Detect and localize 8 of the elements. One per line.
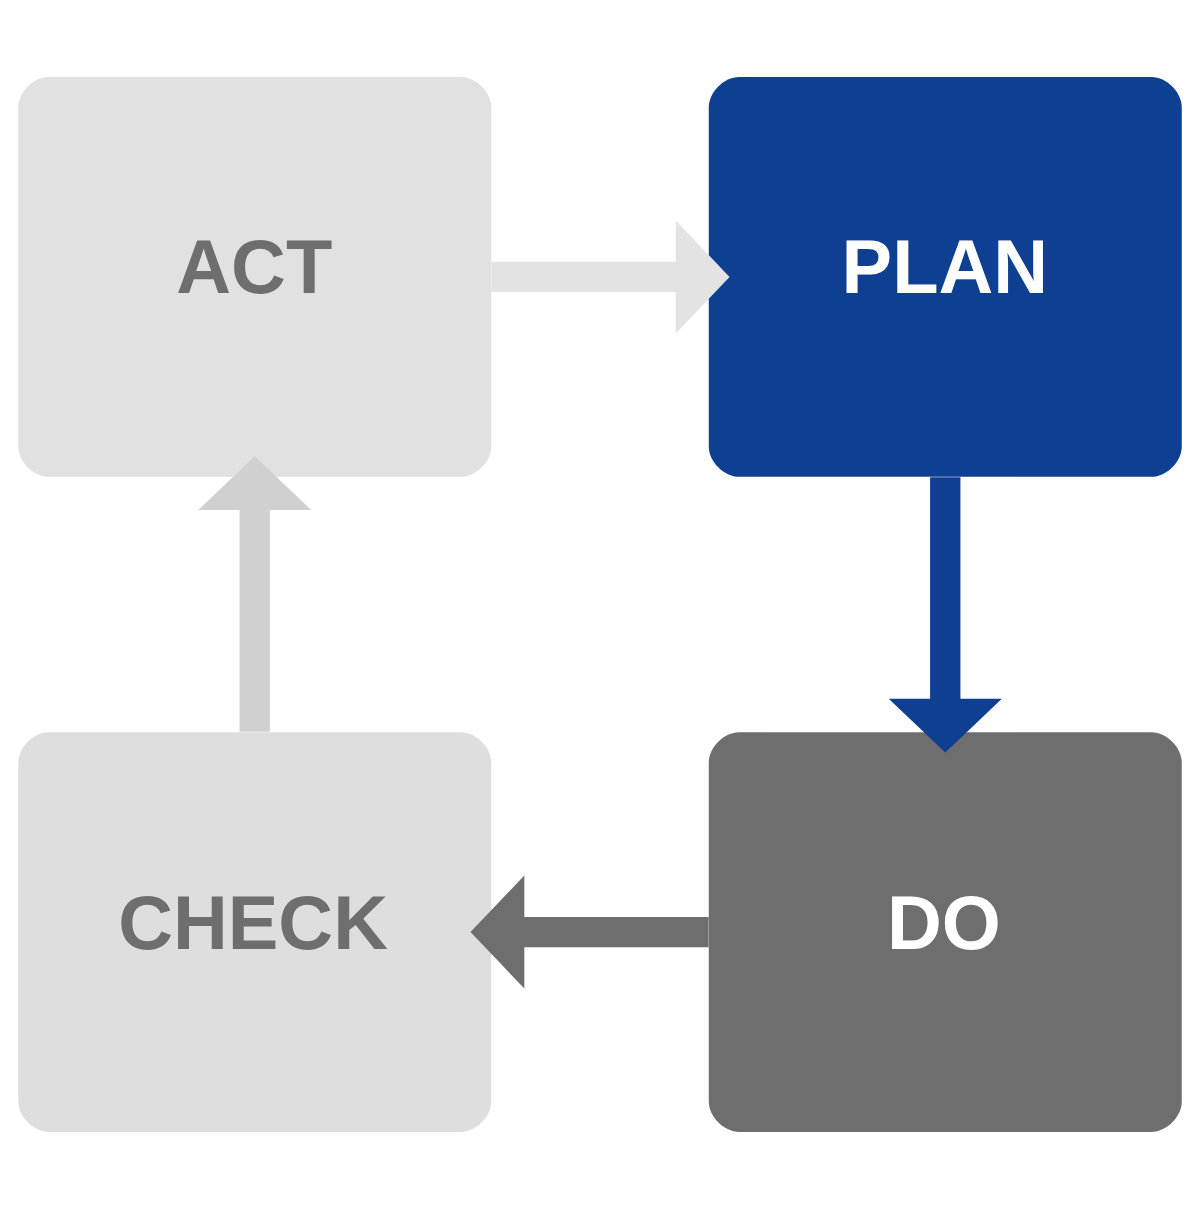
node-box: PLAN — [708, 77, 1182, 477]
arrow — [470, 875, 709, 989]
node-box: CHECK — [18, 732, 492, 1132]
node-box: ACT — [18, 77, 492, 477]
node-box: DO — [708, 732, 1182, 1132]
arrow — [888, 477, 1002, 753]
arrow — [198, 456, 312, 732]
arrow — [491, 220, 730, 334]
